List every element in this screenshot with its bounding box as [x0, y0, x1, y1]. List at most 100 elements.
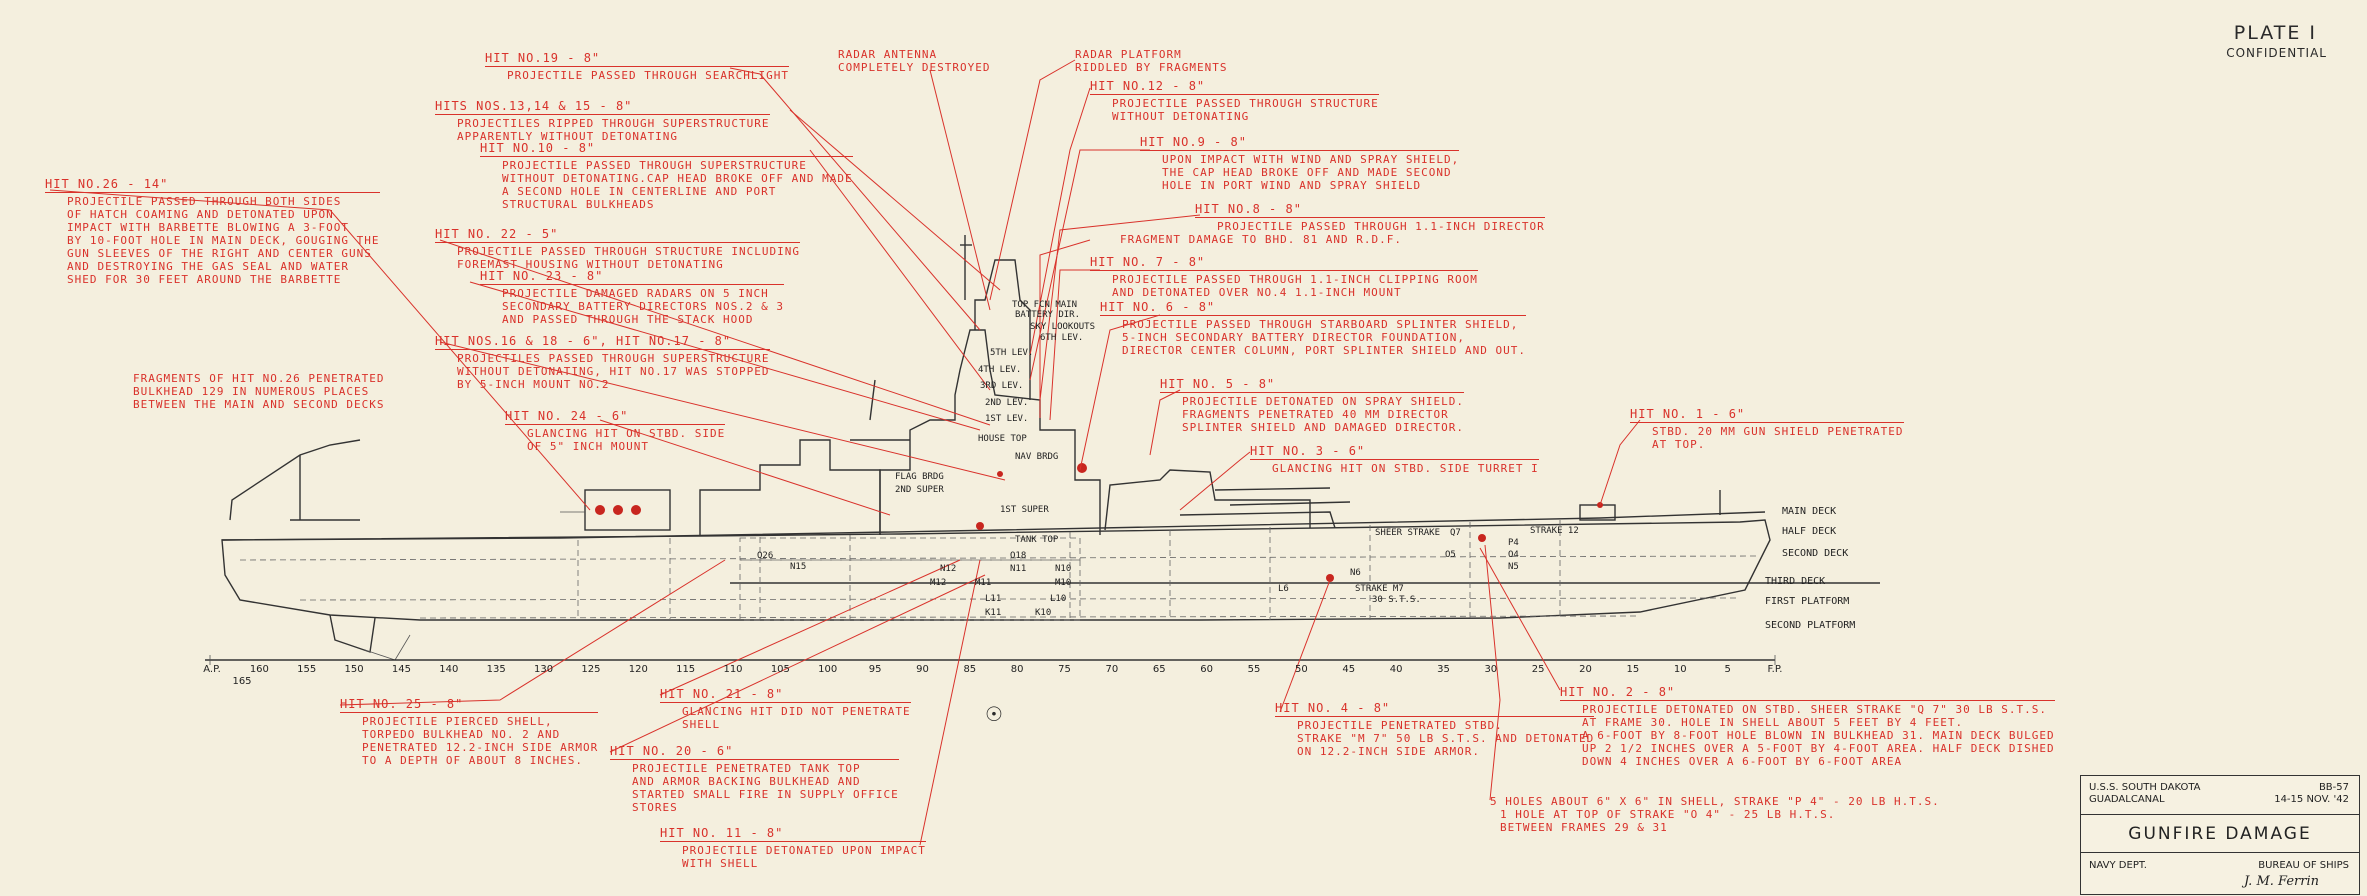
comp-k10: K10: [1035, 608, 1052, 618]
label-sky-lookouts: SKY LOOKOUTS: [1030, 322, 1096, 332]
label-1st-lev: 1ST LEV.: [985, 414, 1029, 424]
frame-label: 20: [1579, 664, 1592, 675]
leader-lines: [49, 59, 1641, 846]
main-deck-line: [221, 511, 1766, 541]
frame-label: F.P.: [1767, 664, 1783, 675]
frame-label: 85: [963, 664, 977, 675]
label-strake-12: STRAKE 12: [1530, 526, 1579, 536]
title-main: GUNFIRE DAMAGE: [2128, 824, 2312, 844]
label-30-sts: 30 S.T.S.: [1372, 595, 1421, 605]
label-second-platform: SECOND PLATFORM: [1765, 620, 1856, 631]
frame-label: 10: [1673, 664, 1687, 675]
label-nav-brdg: NAV BRDG: [1015, 452, 1059, 462]
comp-m11: M11: [975, 578, 992, 588]
frame-label: 70: [1105, 664, 1119, 675]
frame-label: 100: [818, 664, 838, 675]
comp-o5: O5: [1445, 550, 1456, 560]
title-signature: J. M. Ferrin: [2243, 874, 2319, 889]
frame-label: 75: [1058, 664, 1071, 675]
annotation-hit-8: HIT NO.8 - 8"PROJECTILE PASSED THROUGH 1…: [1195, 202, 1545, 233]
comp-n6: N6: [1350, 568, 1361, 578]
comp-q7: Q7: [1450, 528, 1461, 538]
label-half-deck: HALF DECK: [1782, 526, 1837, 537]
frame-label: 150: [344, 664, 364, 675]
comp-n5: N5: [1508, 562, 1519, 572]
comp-o26: O26: [757, 551, 774, 561]
annotation-hit-6: HIT NO. 6 - 8"PROJECTILE PASSED THROUGH …: [1100, 300, 1526, 357]
frame-label: 80: [1010, 664, 1024, 675]
frame-label: 155: [297, 664, 317, 675]
annotation-hit-1: HIT NO. 1 - 6"STBD. 20 MM GUN SHIELD PEN…: [1630, 407, 1904, 451]
title-bureau: BUREAU OF SHIPS: [2258, 860, 2349, 871]
comp-n12: N12: [940, 564, 957, 574]
label-top-fcn: TOP FCN MAIN: [1012, 300, 1078, 310]
frame-label: 145: [391, 664, 411, 675]
frame-label: 95: [868, 664, 882, 675]
annotation-hit-20: HIT NO. 20 - 6"PROJECTILE PENETRATED TAN…: [610, 744, 899, 814]
frame-label: 65: [1152, 664, 1166, 675]
label-5th-lev: 5TH LEV.: [990, 348, 1034, 358]
label-strake-m7: STRAKE M7: [1355, 584, 1404, 594]
frame-stations: [577, 520, 1561, 620]
frame-label: A.P.: [203, 664, 221, 675]
frame-label: 15: [1626, 664, 1640, 675]
annotation-hit-26: HIT NO.26 - 14"PROJECTILE PASSED THROUGH…: [45, 177, 380, 286]
label-4th-lev: 4TH LEV.: [978, 365, 1022, 375]
stern-keel: [329, 614, 376, 653]
comp-l10: L10: [1050, 594, 1067, 604]
annotation-fragment-bhd81: FRAGMENT DAMAGE TO BHD. 81 AND R.D.F.: [1120, 233, 1403, 246]
label-3rd-lev: 3RD LEV.: [980, 381, 1024, 391]
annotation-hit-9: HIT NO.9 - 8"UPON IMPACT WITH WIND AND S…: [1140, 135, 1460, 192]
title-navy: NAVY DEPT.: [2089, 860, 2147, 871]
confidential-label: CONFIDENTIAL: [2226, 46, 2327, 60]
annotation-hit-24: HIT NO. 24 - 6"GLANCING HIT ON STBD. SID…: [505, 409, 726, 453]
frame-label: 90: [916, 664, 929, 675]
frame-label: 25: [1531, 664, 1545, 675]
annotation-hits-16-17-18: HIT NOS.16 & 18 - 6", HIT NO.17 - 8"PROJ…: [435, 334, 770, 391]
label-second-deck: SECOND DECK: [1782, 548, 1849, 559]
annotation-hit-10: HIT NO.10 - 8"PROJECTILE PASSED THROUGH …: [480, 141, 853, 211]
label-third-deck: THIRD DECK: [1765, 576, 1826, 587]
turret-one: [1179, 511, 1336, 529]
annotation-hit-5: HIT NO. 5 - 8"PROJECTILE DETONATED ON SP…: [1160, 377, 1465, 434]
label-tank-top: TANK TOP: [1015, 535, 1059, 545]
compass-symbol: ☉: [985, 702, 1003, 726]
main-superstructure: [879, 329, 1101, 535]
frame-label: 5: [1724, 664, 1731, 675]
annotation-hit-7: HIT NO. 7 - 8"PROJECTILE PASSED THROUGH …: [1090, 255, 1478, 299]
frame-label: 55: [1247, 664, 1261, 675]
turret-two: [1104, 469, 1311, 531]
turret-three: [584, 489, 671, 531]
annotation-hit-25: HIT NO. 25 - 8"PROJECTILE PIERCED SHELL,…: [340, 697, 599, 767]
annotation-hit-2: HIT NO. 2 - 8"PROJECTILE DETONATED ON ST…: [1560, 685, 2055, 768]
comp-m12: M12: [930, 578, 947, 588]
label-flag-brdg: FLAG BRDG: [895, 472, 944, 482]
annotation-hit-21: HIT NO. 21 - 8"GLANCING HIT DID NOT PENE…: [660, 687, 911, 731]
annotation-hit-22: HIT NO. 22 - 5"PROJECTILE PASSED THROUGH…: [435, 227, 801, 271]
annotation-hit-19: HIT NO.19 - 8"PROJECTILE PASSED THROUGH …: [485, 51, 790, 82]
comp-n11: N11: [1010, 564, 1027, 574]
frame-label: 130: [533, 664, 554, 675]
second-deck-line: [239, 555, 1761, 561]
title-hull: BB-57: [2318, 782, 2349, 793]
comp-n10: N10: [1055, 564, 1072, 574]
annotation-hits-13-14-15: HITS NOS.13,14 & 15 - 8"PROJECTILES RIPP…: [435, 99, 770, 143]
label-battery-dir: BATTERY DIR.: [1015, 310, 1081, 320]
title-block: U.S.S. SOUTH DAKOTA GUADALCANAL BB-57 14…: [2080, 775, 2360, 895]
comp-k11: K11: [985, 608, 1002, 618]
frame-label: 105: [770, 664, 790, 675]
frame-label: 60: [1200, 664, 1213, 675]
frame-label: 120: [628, 664, 648, 675]
comp-n15: N15: [790, 562, 807, 572]
label-main-deck: MAIN DECK: [1782, 506, 1837, 517]
hit-markers: [595, 463, 1603, 582]
frame-label: 135: [486, 664, 506, 675]
first-platform-line: [299, 597, 1741, 601]
annotation-hit-4: HIT NO. 4 - 8"PROJECTILE PENETRATED STBD…: [1275, 701, 1595, 758]
comp-o4: O4: [1508, 550, 1519, 560]
frame-label: 140: [439, 664, 459, 675]
